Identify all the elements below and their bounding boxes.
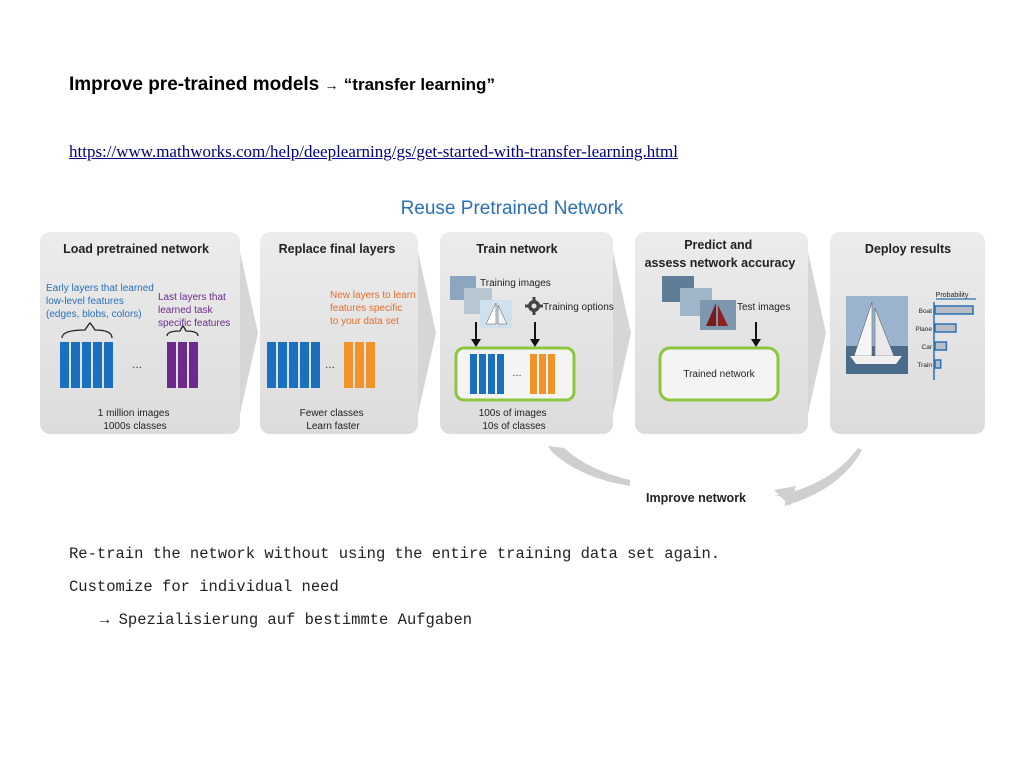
- early-layers-note: Early layers that learned low-level feat…: [46, 283, 157, 320]
- stage-title: Load pretrained network: [63, 242, 209, 256]
- brace-icon: [61, 322, 113, 339]
- last-layers-note: Last layers that learned task specific f…: [158, 292, 230, 329]
- ellipsis: ...: [132, 357, 142, 371]
- stage-predict-assess: Predict and assess network accuracy Test…: [635, 232, 826, 434]
- stage-train-network: Train network Training images Training o…: [440, 232, 631, 434]
- reference-link[interactable]: https://www.mathworks.com/help/deeplearn…: [69, 142, 678, 161]
- probability-bar: [934, 341, 948, 351]
- train-layers-blocks: [470, 354, 555, 394]
- gear-icon: [525, 297, 543, 315]
- early-layers-blocks: [60, 342, 113, 388]
- training-images-thumbnails: [450, 276, 512, 328]
- new-layers-note: New layers to learn features specific to…: [330, 290, 418, 327]
- title-quote: “transfer learning”: [343, 75, 495, 94]
- title-main: Improve pre-trained models: [69, 74, 320, 95]
- stage-title: Train network: [476, 242, 557, 256]
- improve-network-loop: Improve network: [548, 446, 862, 506]
- stage-title: Replace final layers: [279, 242, 396, 256]
- trained-network-box: [658, 346, 780, 402]
- probability-bar-label: Train: [917, 362, 932, 369]
- bullet-line: Re-train the network without using the e…: [69, 545, 721, 563]
- stage-footer: 100s of images 10s of classes: [479, 408, 550, 432]
- kept-layers-blocks: [267, 342, 320, 388]
- sailboat-image: [846, 296, 908, 374]
- ellipsis: ...: [512, 367, 521, 379]
- bullet-line: Customize for individual need: [69, 578, 339, 596]
- probability-bar: [934, 323, 957, 333]
- diagram-heading: Reuse Pretrained Network: [401, 198, 624, 219]
- training-options-label: Training options: [543, 302, 614, 313]
- curved-arrow-icon: [548, 446, 630, 486]
- training-images-label: Training images: [480, 278, 551, 289]
- stage-footer: Fewer classes Learn faster: [300, 408, 367, 432]
- probability-bar-label: Boat: [919, 308, 933, 315]
- curved-arrow-icon: [774, 448, 862, 506]
- trained-network-label: Trained network: [683, 369, 755, 380]
- down-arrow-icon: [751, 322, 761, 347]
- probability-label: Probability: [936, 292, 969, 299]
- brace-icon: [166, 325, 199, 337]
- last-layers-blocks: [167, 342, 198, 388]
- test-images-thumbnails: [662, 276, 736, 330]
- stage-load-pretrained: Load pretrained network Early layers tha…: [40, 232, 258, 434]
- stage-footer: 1 million images 1000s classes: [98, 408, 172, 432]
- down-arrow-icon: [471, 322, 481, 347]
- probability-bar-label: Car: [922, 344, 933, 351]
- probability-bar: [934, 359, 942, 369]
- probability-bar-label: Plane: [915, 326, 932, 333]
- probability-bar: [934, 305, 974, 315]
- stage-title: Deploy results: [865, 242, 951, 256]
- slide-title: Improve pre-trained models → “transfer l…: [69, 74, 495, 96]
- transfer-learning-diagram: Reuse Pretrained Network Load pretrained…: [40, 198, 985, 506]
- down-arrow-icon: [530, 322, 540, 347]
- test-images-label: Test images: [737, 302, 790, 313]
- stage-replace-final-layers: Replace final layers New layers to learn…: [260, 232, 436, 434]
- new-layers-blocks: [344, 342, 375, 388]
- right-arrow-icon: →: [324, 77, 339, 93]
- stage-title: Predict and assess network accuracy: [645, 238, 796, 270]
- ellipsis: ...: [325, 357, 335, 371]
- improve-network-label: Improve network: [646, 491, 746, 505]
- sub-bullet-line: → Spezialisierung auf bestimmte Aufgaben: [100, 611, 473, 629]
- stage-deploy-results: Deploy results Probability BoatPlaneCarT…: [830, 232, 985, 434]
